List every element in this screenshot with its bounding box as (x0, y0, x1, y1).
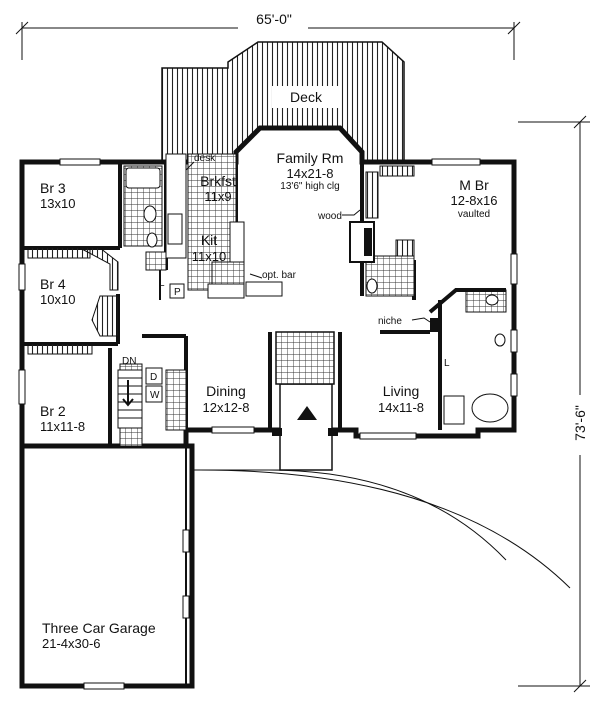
width-dimension: 65'-0" (256, 11, 292, 27)
windows (18, 158, 518, 690)
garage-name: Three Car Garage (42, 620, 156, 636)
br3-name: Br 3 (40, 180, 66, 196)
driveway (192, 436, 571, 589)
dryer-box (145, 367, 163, 385)
brkfst-name: Brkfst (200, 173, 236, 189)
dryer-label: D (150, 372, 157, 383)
deck-label: Deck (290, 89, 323, 105)
niche-label: niche (378, 316, 402, 327)
family-room-size: 14x21-8 (287, 166, 334, 181)
kitchen-counters (165, 153, 283, 299)
stairs (117, 369, 143, 429)
entry-arrow-icon (297, 406, 317, 420)
living-name: Living (383, 383, 420, 399)
br2-name: Br 2 (40, 403, 66, 419)
depth-dimension: 73'-6" (572, 405, 588, 441)
kit-name: Kit (201, 232, 217, 248)
wood-label: wood (317, 211, 342, 222)
pantry-label: P (174, 287, 181, 298)
br2-size: 11x11-8 (40, 419, 85, 434)
living-size: 14x11-8 (378, 400, 424, 415)
opt-bar-label: opt. bar (262, 270, 297, 281)
pantry-box (169, 283, 185, 299)
family-room-name: Family Rm (277, 150, 344, 166)
brkfst-size: 11x9 (204, 189, 231, 204)
dining-size: 12x12-8 (203, 400, 250, 415)
br3-size: 13x10 (40, 196, 75, 211)
dn-label: DN (122, 356, 136, 367)
washer-label: W (150, 390, 160, 401)
linen-label-2: L (444, 358, 450, 369)
mbr-size: 12-8x16 (451, 193, 498, 208)
washer-box (145, 385, 163, 403)
garage-size: 21-4x30-6 (42, 636, 101, 651)
family-room-note: 13'6" high clg (280, 181, 339, 192)
kit-size: 11x10 (192, 249, 226, 264)
linen-label: L (159, 278, 165, 289)
bath-fixtures (125, 167, 509, 425)
mbr-name: M Br (459, 177, 489, 193)
br4-size: 10x10 (40, 292, 75, 307)
br4-name: Br 4 (40, 276, 66, 292)
mbr-note: vaulted (458, 209, 490, 220)
desk-label: desk (194, 153, 216, 164)
entry-porch (279, 383, 333, 471)
dining-name: Dining (206, 383, 246, 399)
